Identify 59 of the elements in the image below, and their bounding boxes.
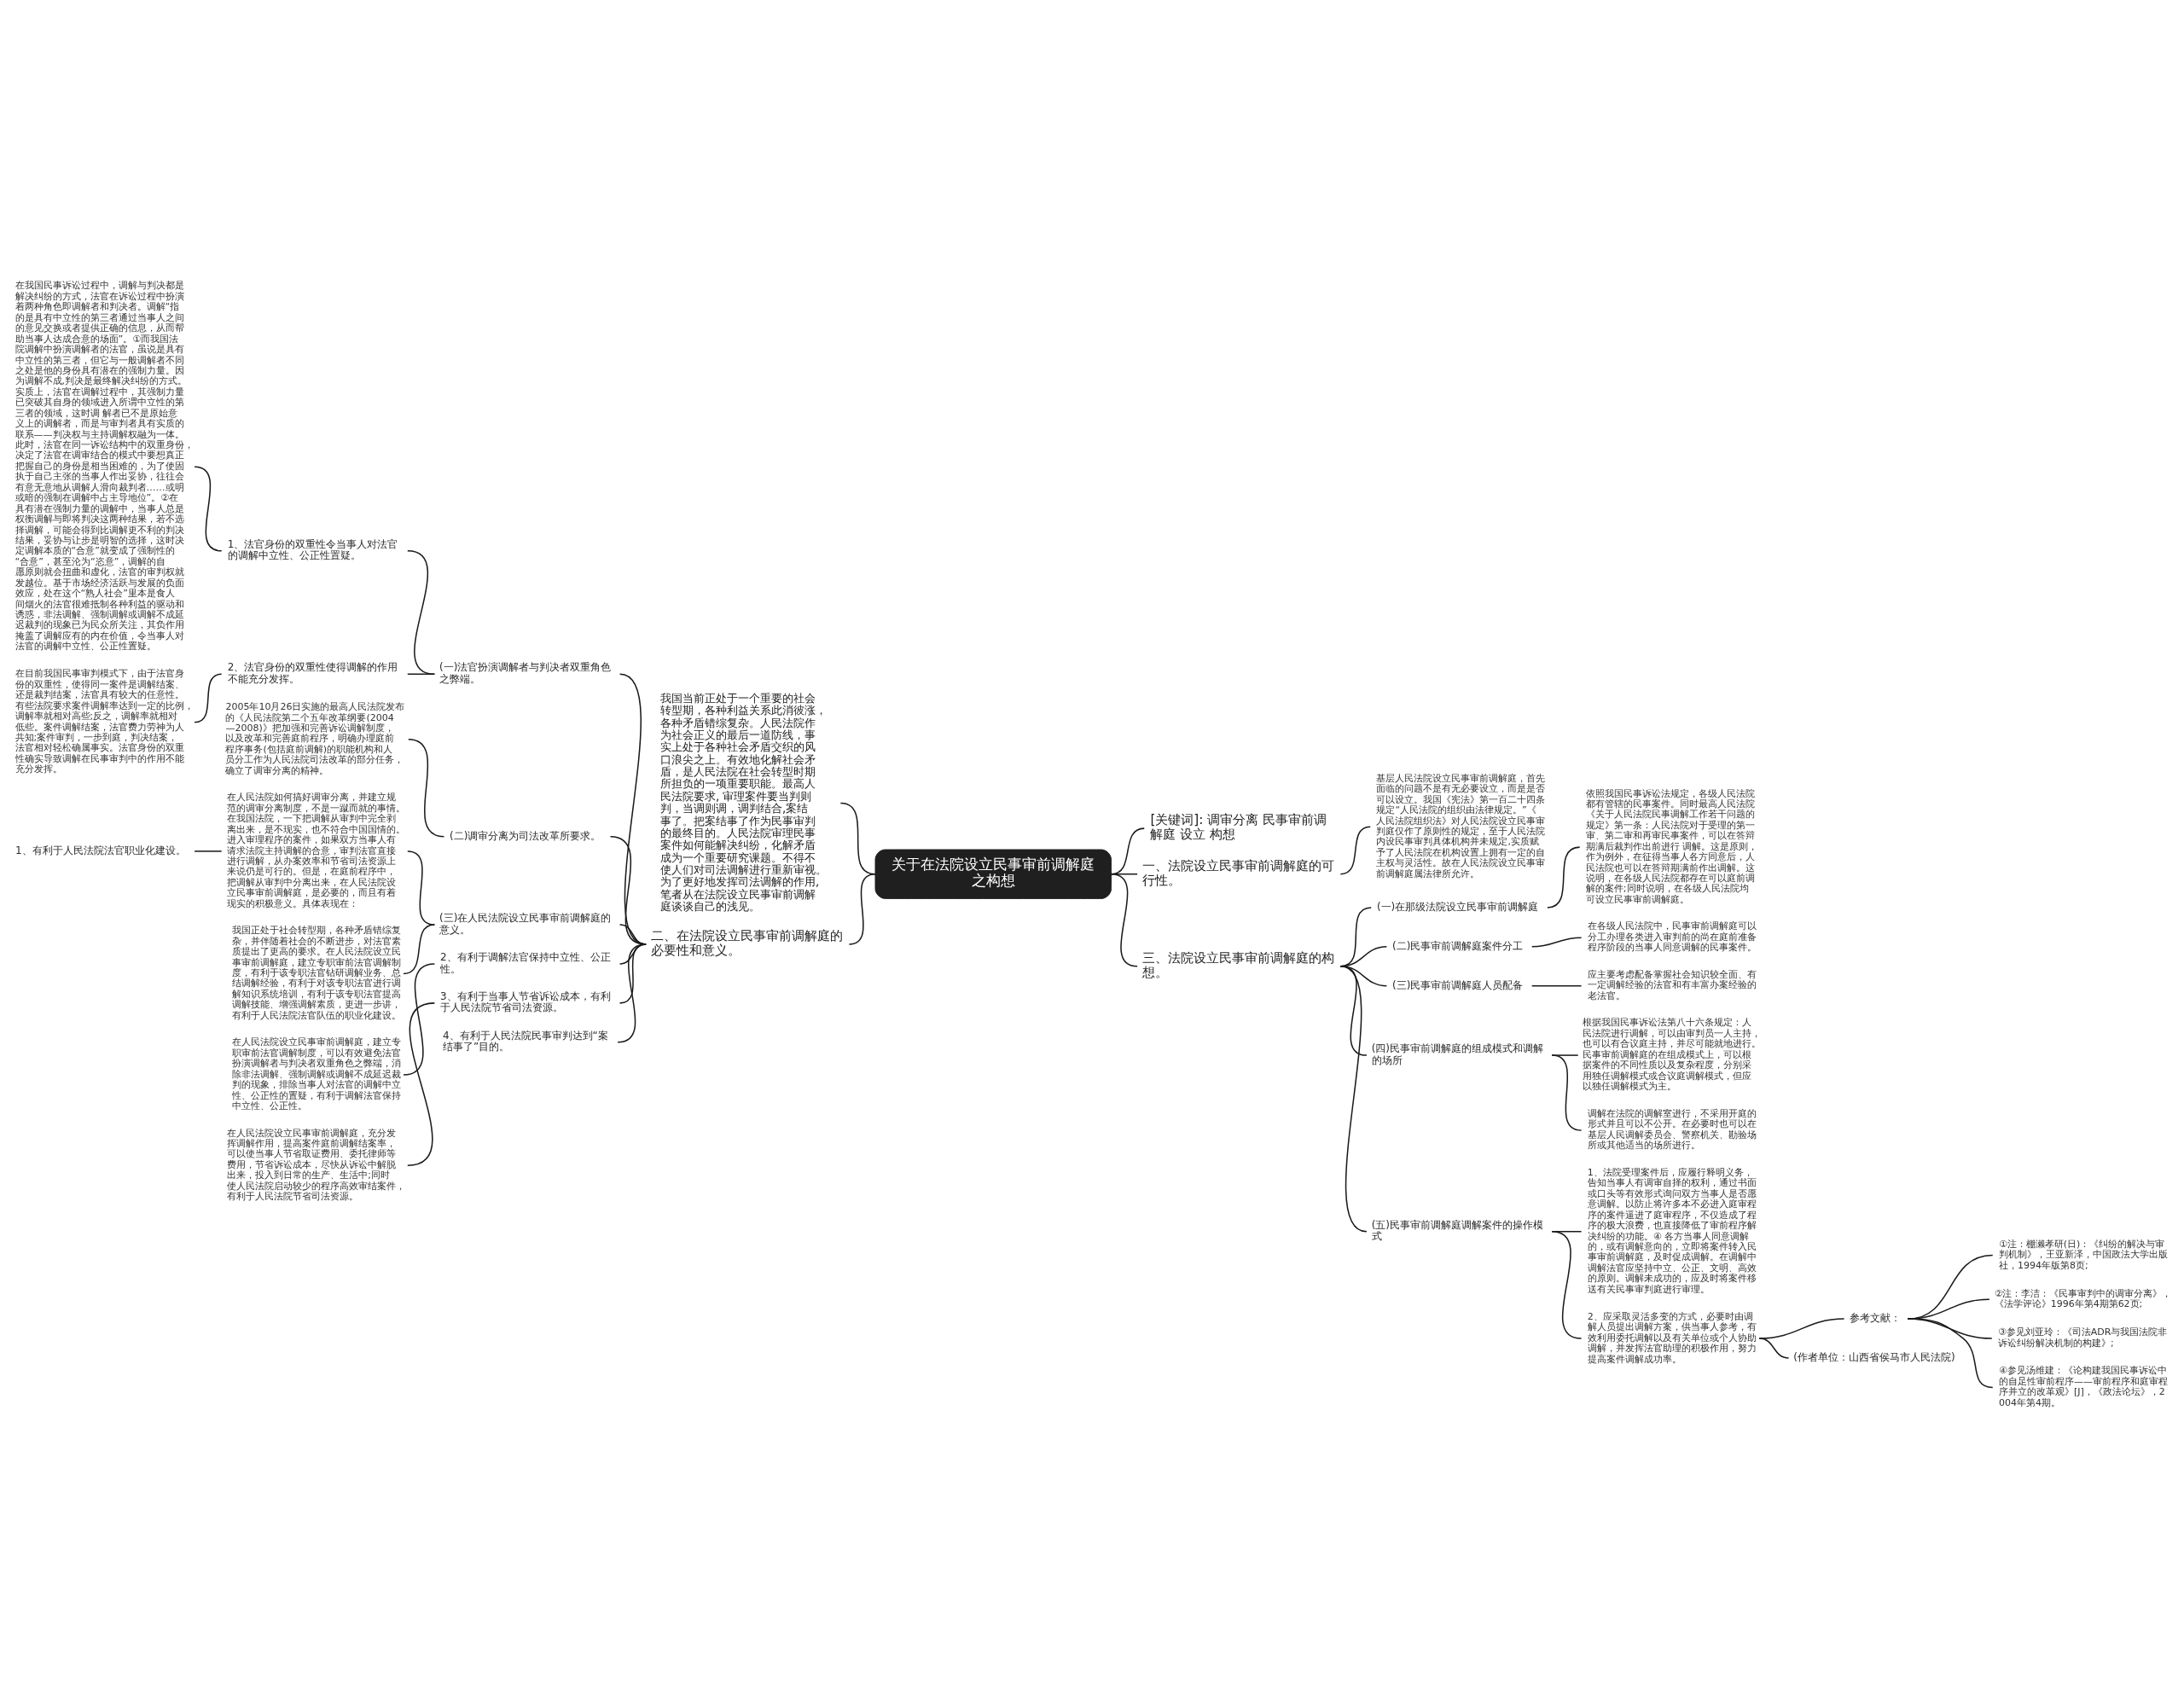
node-text: ④参见汤维建：《论构建我国民事诉讼中的自足性审前程序——审前程序和庭审程序并立的改革观》[J]，《政法论坛》，2004年第4期。: [1998, 1364, 2168, 1408]
node-text: 2005年10月26日实施的最高人民法院发布的《人民法院第二个五年改革纲要(2004—2008)》把加强和完善诉讼调解制度，以及改革和完善庭前程序，明确办理庭前程序事务(包括庭前调解)的职能机构和人员分工作为人民法院司法改革的部分任务，确立了调审分离的精神。: [225, 700, 405, 776]
node-text: [关键词]: 调审分离 民事审前调解庭 设立 构想: [1150, 811, 1327, 842]
node-text: 在人民法院设立民事审前调解庭，建立专职审前法官调解制度，可以有效避免法官扮演调解者与判决者双重角色之弊端，消除非法调解、强制调解或调解不成延迟裁判的现象，排除当事人对法官的调解中立性、公正性的置疑，有利于调解法官保持中立性、公正性。: [231, 1036, 401, 1111]
node-text: 三、法院设立民事审前调解庭的构想。: [1141, 949, 1334, 980]
node-text: 一、法院设立民事审前调解庭的可行性。: [1141, 857, 1334, 888]
node-text: (四)民事审前调解庭的组成模式和调解的场所: [1371, 1042, 1543, 1066]
node-text: (一)法官扮演调解者与判决者双重角色之弊端。: [439, 660, 612, 685]
node-text: 在目前我国民事审判模式下，由于法官身份的双重性，使得同一案件是调解结案、还是裁判结案，法官具有较大的任意性。有些法院要求案件调解率达到一定的比例，调解率就相对高些;反之，调解率就相对低些。案件调解结案，法官费力劳神为人共知;案件审判，一步到庭，判决结案，法官相对轻松确属事实。法官身份的双重性确实导致调解在民事审判中的作用不能充分发挥。: [15, 667, 194, 775]
node-text: (二)调审分离为司法改革所要求。: [450, 829, 601, 842]
node-text: 在我国民事诉讼过程中，调解与判决都是解决纠纷的方式，法官在诉讼过程中扮演着两种角色即调解者和判决者。调解“指的是具有中立性的第三者通过当事人之间的意见交换或者提供正确的信息，从而帮助当事人达成合意的场面”。①而我国法院调解中扮演调解者的法官，虽说是具有中立性的第三者，但它与一般调解者不同之处是他的身份具有潜在的强制力量。因为调解不成,判决是最终解决纠纷的方式。实质上，法官在调解过程中，其强制力量已突破其自身的领域进入所谓中立性的第三者的领域，这时调 解者已不是原始意义上的调解者，而是与审判者具有实质的联系——判决权与主持调解权融为一体。此时，法官在同一诉讼结构中的双重身份，决定了法官在调审结合的模式中要想真正把握自己的身份是相当困难的，为了使固执于自己主张的当事人作出妥协，往往会有意无意地从调解人滑向裁判者……或明或暗的强制在调解中占主导地位”。②在具有潜在强制力量的调解中，当事人总是权衡调解与即将判决这两种结果，若不选择调解，可能会得到比调解更不利的判决结果，妥协与让步是明智的选择，这时决定调解本质的“合意”就变成了强制性的“合意”，甚至沦为“恣意”，调解的自愿原则就会扭曲和虚化，法官的审判权就发越位。基于市场经济活跃与发展的负面效应，处在这个“熟人社会”里本是食人间烟火的法官很难抵制各种利益的驱动和诱惑，非法调解、强制调解或调解不成延迟裁判的现象已为民众所关注，其负作用掩盖了调解应有的内在价值，令当事人对法官的调解中立性、公正性置疑。: [15, 279, 194, 652]
connector: [1339, 965, 1368, 1232]
node-text: (五)民事审前调解庭调解案件的操作模式: [1371, 1218, 1543, 1242]
node-text: 2、有利于调解法官保持中立性、公正性。: [440, 950, 611, 975]
connector: [1547, 845, 1581, 908]
connector: [407, 1001, 436, 1166]
connector: [403, 923, 436, 974]
node-text: 1、有利于人民法院法官职业化建设。: [15, 844, 186, 856]
connector: [617, 943, 647, 1043]
connector: [1339, 825, 1371, 874]
node-text: 二、在法院设立民事审前调解庭的必要性和意义。: [650, 927, 843, 958]
node-text: ③参见刘亚玲：《司法ADR与我国法院非诉讼纠纷解决机制的构建》;: [1997, 1326, 2168, 1349]
connector: [194, 850, 223, 852]
connector: [408, 738, 445, 837]
node-text: 在人民法院设立民事审前调解庭，充分发挥调解作用，提高案件庭前调解结案率，可以使当事人节省取证费用、委托律师等费用，节省诉讼成本，尽快从诉讼中解脱出来，投入到日常的生产、生活中;同时使人民法院启动较少的程序高效审结案件，有利于人民法院节省司法资源。: [227, 1127, 406, 1202]
node-text: ①注：棚濑孝研(日)：《纠纷的解决与审判机制》，王亚新泽，中国政法大学出版社，1994年版第8页;: [1998, 1238, 2168, 1271]
node-text: 调解在法院的调解室进行，不采用开庭的形式并且可以不公开。在必要时也可以在基层人民调解委员会、警察机关、勘验场所或其他适当的场所进行。: [1587, 1107, 1757, 1151]
connector: [194, 673, 223, 723]
node-text: 基层人民法院设立民事审前调解庭，首先面临的问题不是有无必要设立，而是是否可以设立。我国《宪法》第一百二十四条规定“人民法院的组织由法律规定。”《人民法院组织法》对人民法院设立民事审判庭仅作了原则性的规定，至于人民法院内设民事审判具体机构并未规定,实质赋予了人民法院在机构设置上拥有一定的自主权与灵活性。故在人民法院设立民事审前调解庭属法律所允许。: [1376, 772, 1546, 879]
node-text: 2、应采取灵活多变的方式，必要时由调解人员提出调解方案，供当事人参考，有效利用委托调解以及有关单位或个人协助调解，并发挥法官助理的积极作用，努力提高案件调解成功率。: [1587, 1310, 1757, 1365]
connector: [403, 962, 436, 1076]
node-text: 在各级人民法院中，民事审前调解庭可以分工办理各类进入审判前的尚在庭前准备程序阶段的当事人同意调解的民事案件。: [1587, 920, 1757, 953]
connector: [407, 673, 436, 675]
node-text: 应主要考虑配备掌握社会知识较全面、有一定调解经验的法官和有丰富办案经验的老法官。: [1587, 968, 1757, 1001]
node-text: 参考文献：: [1850, 1311, 1902, 1324]
node-text: 1、法院受理案件后，应履行释明义务，告知当事人有调审自择的权利，通过书面或口头等有效形式询问双方当事人是否愿意调解。以防止将许多本不必进入庭审程序的案件逼进了庭审程序，不仅造成了程序的极大浪费，也直接降低了审前程序解决纠纷的功能。④ 各方当事人同意调解的，或有调解意向的，立即将案件转入民事审前调解庭，及时促成调解。在调解中调解法官应坚持中立、公正、文明、高效的原则。调解未成功的，应及时将案件移送有关民事审判庭进行审理。: [1587, 1166, 1757, 1295]
node-text: (三)在人民法院设立民事审前调解庭的意义。: [439, 911, 612, 936]
node-text: (三)民事审前调解庭人员配备: [1392, 978, 1524, 991]
node-text: (二)民事审前调解庭案件分工: [1392, 939, 1524, 952]
node-text: 我国正处于社会转型期，各种矛盾错综复杂，并伴随着社会的不断进步，对法官素质提出了更高的要求。在人民法院设立民事审前调解庭，建立专职审前法官调解制度，有利于该专职法官钻研调解业务、总结调解经验，有利于对该专职法官进行调解知识系统培训，有利于该专职法官提高调解技能、增强调解素质，更进一步讲，有利于人民法院法官队伍的职业化建设。: [231, 924, 401, 1021]
node-text: 3、有利于当事人节省诉讼成本，有利于人民法院节省司法资源。: [440, 990, 611, 1013]
node-text: 在人民法院如何搞好调审分离，并建立规范的调审分离制度，不是一蹴而就的事情。在我国法院，一下把调解从审判中完全剥离出来，是不现实，也不符合中国国情的。进入审理程序的案件，如果双方当事人有请求法院主持调解的合意，审判法官直接进行调解，从办案效率和节省司法资源上来说仍是可行的。但是，在庭前程序中，把调解从审判中分离出来，在人民法院设立民事审前调解庭，是必要的，而且有着现实的积极意义。具体表现在：: [227, 791, 406, 909]
node-text: (作者单位：山西省侯马市人民法院): [1793, 1350, 1955, 1363]
node-text: 2、法官身份的双重性使得调解的作用不能充分发挥。: [227, 660, 398, 685]
node-text: 依照我国民事诉讼法规定，各级人民法院都有管辖的民事案件。同时最高人民法院《关于人民法院民事调解工作若干问题的规定》第一条：人民法院对于受理的第一审、第二审和再审民事案件，可以在答辩期满后裁判作出前进行 调解。这是原则，作为例外，在征得当事人各方同意后，人民法院也可以在答辩期满前作出调解。这说明，在各级人民法院都存在可以庭前调解的案件;同时说明，在各级人民法院均可设立民事审前调解庭。: [1585, 787, 1758, 905]
node-text: (一)在那级法院设立民事审前调解庭: [1376, 900, 1539, 913]
connector: [1551, 1230, 1583, 1339]
connector: [1758, 1337, 1790, 1359]
connector: [1531, 984, 1583, 987]
connector: [407, 549, 436, 675]
connector: [1531, 937, 1583, 948]
node-text: 我国当前正处于一个重要的社会转型期，各种利益关系此消彼涨，各种矛盾错综复杂。人民法院作为社会正义的最后一道防线，事实上处于各种社会矛盾交织的风口浪尖之上。有效地化解社会矛盾，是人民法院在社会转型时期所担负的一项重要职能。最高人民法院要求, 审理案件要当判则判，当调则调，调判结合,案结事了。把案结事了作为民事审判的最终目的。人民法院审理民事案件如何能解决纠纷，化解矛盾成为一个重要研究课题。不得不使人们对司法调解进行重新审视。为了更好地发挥司法调解的作用,笔者从在法院设立民事审前调解庭谈谈自己的浅见。: [659, 691, 827, 913]
node-box: 关于在法院设立民事审前调解庭之构想: [874, 849, 1112, 899]
node-text: 4、有利于人民法院民事审判达到“案结事了”目的。: [442, 1029, 608, 1053]
node-text: 1、法官身份的双重性令当事人对法官的调解中立性、公正性置疑。: [227, 537, 398, 561]
connector: [848, 873, 876, 945]
node-text: 根据我国民事诉讼法第八十六条规定：人民法院进行调解，可以由审判员一人主持，也可以有合议庭主持，并尽可能就地进行。民事审前调解庭的在组成模式上，可以根据案件的不同性质以及复杂程度，分别采用独任调解模式或合议庭调解模式，但应以独任调解模式为主。: [1583, 1016, 1762, 1092]
connector: [1907, 1317, 1994, 1388]
node-text: ②注：李洁：《民事审判中的调审分离》，《法学评论》1996年第4期第62页;: [1994, 1287, 2172, 1309]
